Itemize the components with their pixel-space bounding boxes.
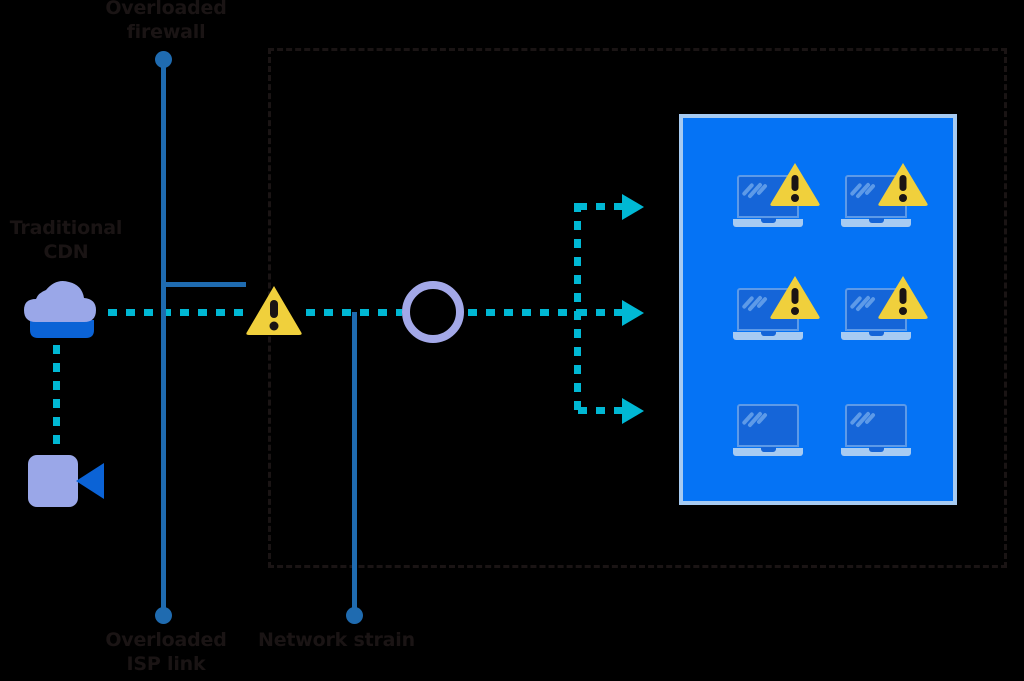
endpoint-warning-triangle-icon [769, 274, 821, 320]
laptop-base [841, 448, 911, 456]
label-network-strain: Network strain [258, 629, 415, 651]
arrow-right-icon-top [622, 194, 644, 220]
label-traditional-cdn: Traditional CDN [9, 217, 123, 264]
laptop-screen [845, 404, 907, 447]
laptop-base [733, 448, 803, 456]
camera-to-cloud-dotted-link [53, 345, 60, 449]
laptop-notch [761, 331, 776, 336]
laptop-base [841, 332, 911, 340]
distribution-trunk-dotted-line [574, 203, 581, 417]
network-strain-connector-vertical [352, 312, 357, 615]
laptop-icon [841, 404, 911, 460]
label-overloaded-firewall: Overloaded firewall [105, 0, 227, 44]
laptop-screen [737, 404, 799, 447]
laptop-notch [869, 218, 884, 223]
laptop-notch [761, 218, 776, 223]
endpoint-5[interactable] [733, 404, 809, 466]
camera-lens [76, 463, 104, 499]
router-to-branch-dotted-flow [468, 309, 580, 316]
endpoint-6[interactable] [841, 404, 917, 466]
laptop-notch [761, 447, 776, 452]
laptop-icon [733, 404, 803, 460]
laptop-notch [869, 331, 884, 336]
cloud-icon [16, 276, 108, 340]
laptop-base [733, 332, 803, 340]
label-overloaded-isp-link: Overloaded ISP link [105, 629, 227, 676]
endpoint-warning-triangle-icon [877, 274, 929, 320]
endpoint-warning-triangle-icon [769, 161, 821, 207]
endpoint-warning-triangle-icon [877, 161, 929, 207]
endpoint-3[interactable] [733, 276, 820, 350]
branch-flow-bottom [578, 407, 626, 414]
camera-body [28, 455, 78, 507]
router-circle-icon [402, 281, 464, 343]
branch-flow-top [578, 203, 626, 210]
arrow-right-icon-bottom [622, 398, 644, 424]
laptop-base [841, 219, 911, 227]
endpoint-1[interactable] [733, 163, 820, 237]
endpoint-panel [679, 114, 957, 505]
network-strain-node-dot [346, 607, 363, 624]
arrow-right-icon-middle [622, 300, 644, 326]
cdn-to-firewall-dotted-flow [108, 309, 248, 316]
firewall-node-dot [155, 51, 172, 68]
video-camera-icon [28, 455, 106, 509]
branch-flow-middle [578, 309, 626, 316]
laptop-base [733, 219, 803, 227]
laptop-notch [869, 447, 884, 452]
endpoint-2[interactable] [841, 163, 928, 237]
firewall-connector-vertical [161, 60, 166, 286]
congestion-warning-triangle-icon [245, 284, 303, 336]
firewall-connector-horizontal [161, 282, 246, 287]
isp-link-node-dot [155, 607, 172, 624]
endpoint-4[interactable] [841, 276, 928, 350]
isp-link-connector-vertical [161, 286, 166, 615]
